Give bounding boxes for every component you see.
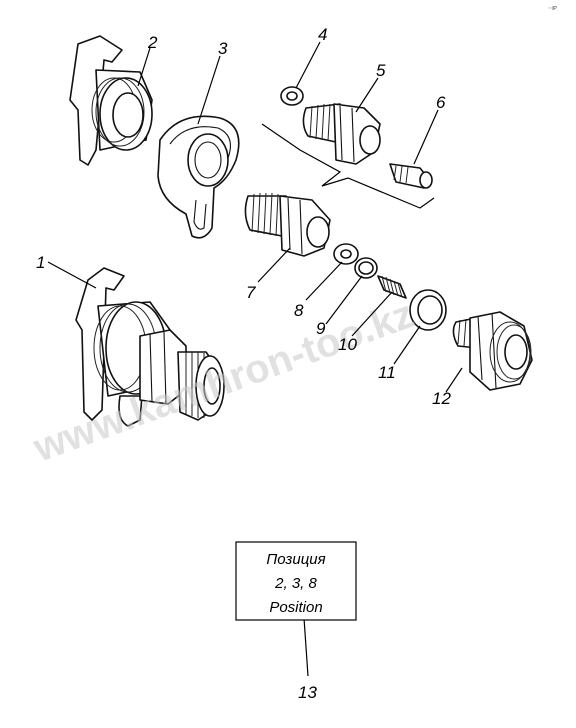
callout-3: 3: [218, 39, 228, 58]
callout-5: 5: [376, 61, 386, 80]
leader-8: [305, 261, 343, 301]
callout-1: 1: [36, 253, 45, 272]
callout-12: 12: [432, 389, 451, 408]
leader-13: [303, 617, 309, 677]
part-10-spring: [377, 275, 407, 299]
part-3-gasket-plate: [157, 115, 240, 239]
part-12-plug-fitting: [452, 311, 533, 391]
callout-6: 6: [436, 93, 446, 112]
callout-10: 10: [338, 335, 357, 354]
callout-2: 2: [147, 33, 158, 52]
callout-11: 11: [378, 363, 396, 382]
part-1-drain-cock: [75, 267, 225, 427]
callout-7: 7: [246, 283, 256, 302]
assembly-bracket: [261, 123, 435, 209]
part-11-sealing-ring: [409, 289, 447, 331]
position-note-box: Позиция 2, 3, 8 Position: [235, 541, 357, 621]
part-2-cock-body: [69, 35, 153, 166]
leader-6: [413, 109, 439, 165]
leader-5: [355, 77, 379, 113]
part-9-ring: [354, 257, 378, 279]
leader-9: [325, 275, 363, 325]
leader-10: [351, 291, 393, 337]
callout-4: 4: [318, 25, 327, 44]
part-8-washer: [333, 243, 359, 265]
leader-1: [47, 261, 97, 289]
position-label-ru: Позиция: [266, 551, 325, 568]
leader-12: [445, 367, 463, 393]
callout-8: 8: [294, 301, 304, 320]
leader-3: [197, 55, 221, 125]
position-label-en: Position: [269, 599, 322, 616]
leader-2: [137, 47, 151, 87]
corner-mark: ⁻ᴵᴾ: [548, 5, 558, 14]
position-items: 2, 3, 8: [274, 575, 317, 592]
callout-13: 13: [298, 683, 317, 702]
part-4-washer: [280, 86, 304, 106]
part-5-union-fitting: [302, 103, 381, 165]
leader-7: [257, 247, 291, 283]
leader-11: [393, 325, 421, 365]
callout-numbers: 1 2 3 4 5 6 7 8 9 10 11 12 13: [36, 25, 451, 702]
part-7-union-fitting: [244, 192, 331, 257]
leader-lines: [47, 41, 463, 677]
leader-4: [295, 41, 321, 89]
part-6-valve-pin: [389, 163, 433, 189]
callout-9: 9: [316, 319, 326, 338]
